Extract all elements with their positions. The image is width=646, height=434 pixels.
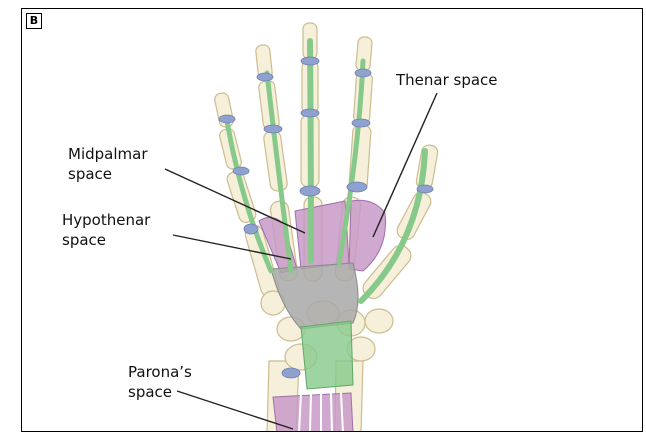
midpalmar-space-label-line1: Midpalmar: [68, 145, 147, 164]
hypothenar-space-label-line2: space: [62, 231, 106, 250]
common-sheath: [301, 321, 353, 389]
thenar-space-label: Thenar space: [396, 71, 498, 90]
thenar-space-shape: [349, 200, 386, 271]
figure-frame: B: [21, 8, 643, 432]
hypothenar-space-label-line1: Hypothenar: [62, 211, 150, 230]
parona-space-label-line2: space: [128, 383, 172, 402]
midpalmar-space-label-line2: space: [68, 165, 112, 184]
parona-space-label-line1: Parona’s: [128, 363, 192, 382]
